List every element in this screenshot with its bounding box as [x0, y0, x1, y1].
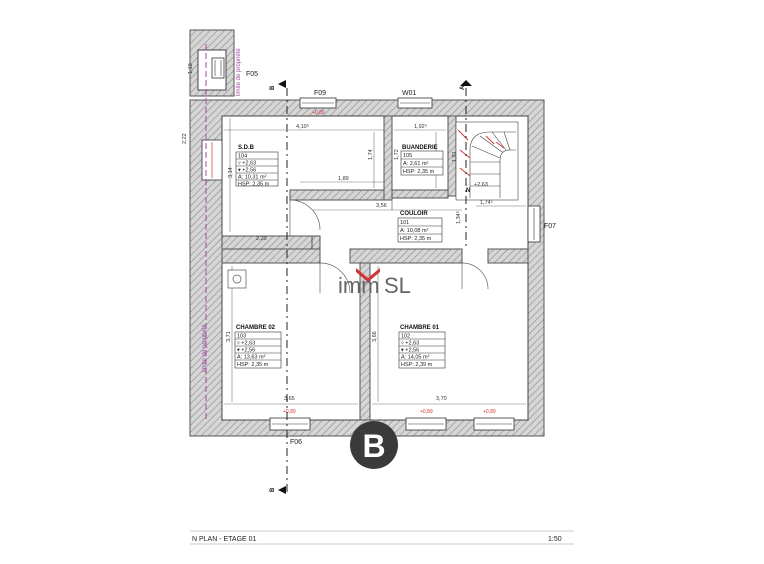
section-mark-B-bottom: B — [270, 487, 276, 492]
dim-ch2-h: 3,71 — [226, 331, 232, 342]
room-buanderie-number: 105 — [403, 153, 412, 159]
room-buanderie: BUANDERIE 105 A: 2,61 m² HSP: 2,35 m — [400, 145, 444, 176]
room-ch1-area: A: 14,05 m² — [401, 355, 430, 361]
room-ch2-number: 103 — [237, 334, 246, 340]
wall-ch1-ch2 — [359, 262, 371, 421]
room-ch1-ceil: ▾ +2,56 — [401, 348, 419, 354]
section-arrow-A — [460, 80, 472, 86]
room-couloir-hsp: HSP: 2,35 m — [400, 236, 432, 242]
room-sdb-area: A: 10,31 m² — [238, 175, 267, 181]
dim-couloir-r: 1,74⁵ — [480, 199, 493, 206]
door-ch2 — [319, 262, 351, 294]
room-buanderie-name: BUANDERIE — [402, 145, 438, 151]
red-mark-ch1-left: +0,89 — [420, 409, 433, 415]
room-ch1-number: 102 — [401, 334, 410, 340]
wall-sdb-step — [289, 189, 387, 201]
section-arrow-B-top — [278, 80, 286, 88]
room-ch2-area: A: 13,63 m² — [237, 355, 266, 361]
section-mark-B-top: B — [270, 85, 276, 90]
door-ch1 — [461, 262, 489, 290]
property-limit-label-top: limite de propriété — [236, 48, 242, 96]
dim-ch1-w: 3,70 — [436, 396, 447, 402]
fixture-square — [227, 269, 247, 289]
property-limit-label-mid: limite de propriété — [202, 324, 208, 372]
dim-left-314: 3,14 — [228, 167, 234, 178]
label-F09: F09 — [314, 90, 326, 97]
watermark-suffix: SL — [384, 273, 411, 298]
room-ch2-name: CHAMBRE 02 — [236, 325, 276, 331]
room-couloir-number: 101 — [400, 220, 409, 226]
room-chambre-02: CHAMBRE 02 103 ▿ +2,63 ▾ +2,56 A: 13,63 … — [234, 325, 282, 369]
dim-stair-h: 1,91 — [452, 151, 458, 162]
section-arrow-B-bottom — [278, 486, 286, 494]
door-sdb — [289, 199, 321, 236]
dim-door-220: 2,20 — [256, 236, 267, 242]
red-mark-F06: +0,89 — [283, 409, 296, 415]
dim-ch2-w: 3,65 — [284, 396, 295, 402]
room-buanderie-hsp: HSP: 2,35 m — [403, 169, 435, 175]
room-sdb-number: 104 — [238, 154, 247, 160]
room-ch2-hsp: HSP: 2,35 m — [237, 362, 269, 368]
dim-couloir-w: 3,56 — [376, 203, 387, 209]
section-mark-A: A — [460, 85, 466, 90]
dim-top-sdb: 4,10⁵ — [296, 123, 309, 130]
room-ch1-floor: ▿ +2,63 — [401, 341, 419, 347]
window-F05 — [211, 57, 225, 79]
dim-stair-134: 1,34⁵ — [455, 211, 462, 224]
badge: B — [350, 421, 398, 469]
room-couloir: COULOIR 101 A: 10,08 m² HSP: 2,35 m — [397, 211, 443, 243]
wall-ch1-top-right — [487, 248, 529, 264]
room-ch1-name: CHAMBRE 01 — [400, 325, 440, 331]
room-ch2-floor: ▿ +2,63 — [237, 341, 255, 347]
room-sdb: S.D.B 104 ▿ +2,63 ▾ +2,56 A: 10,31 m² HS… — [235, 145, 279, 188]
label-F05: F05 — [246, 71, 258, 78]
plan-scale: 1:50 — [548, 536, 562, 543]
red-mark-ch1-right: +0,89 — [483, 409, 496, 415]
room-couloir-name: COULOIR — [400, 211, 428, 217]
label-F06: F06 — [290, 439, 302, 446]
label-F07: F07 — [544, 223, 556, 230]
plan-title: N PLAN - ETAGE 01 — [192, 536, 257, 543]
badge-letter: B — [362, 428, 385, 464]
watermark-logo: imm SL — [338, 268, 411, 298]
dim-mid-189: 1,89 — [338, 176, 349, 182]
wall-sdb-couloir — [221, 235, 313, 250]
dimension-lines — [224, 118, 526, 405]
room-ch1-hsp: HSP: 2,39 m — [401, 362, 433, 368]
room-couloir-area: A: 10,08 m² — [400, 228, 429, 234]
stair-label: N — [466, 188, 470, 194]
wall-sdb-buanderie — [383, 115, 393, 201]
room-sdb-name: S.D.B — [238, 145, 255, 151]
dim-top-112: 1,12 — [188, 63, 194, 74]
wall-buanderie-bottom — [391, 189, 449, 199]
stair-value: +2,63 — [474, 182, 488, 188]
watermark-roof-icon — [356, 268, 380, 282]
red-mark-F09: +0,89 — [312, 110, 325, 116]
fixture-circle — [232, 274, 242, 284]
dim-ch1-h: 3,66 — [372, 331, 378, 342]
room-chambre-01: CHAMBRE 01 102 ▿ +2,63 ▾ +2,56 A: 14,05 … — [398, 325, 446, 369]
wall-ch1-top-left — [349, 248, 463, 264]
dim-top-buan: 1,92⁵ — [414, 123, 427, 130]
wall-ch2-top — [221, 248, 321, 264]
room-sdb-floor: ▿ +2,63 — [238, 161, 256, 167]
dim-sdb-h: 1,74 — [368, 149, 374, 160]
room-ch2-ceil: ▾ +2,56 — [237, 348, 255, 354]
room-sdb-hsp: HSP: 2,35 m — [238, 182, 270, 188]
room-sdb-ceil: ▾ +2,56 — [238, 168, 256, 174]
wall-corridor-bottom-left — [311, 235, 321, 250]
dim-left-222: 2,22 — [182, 133, 188, 144]
room-buanderie-area: A: 2,61 m² — [403, 161, 429, 167]
dim-buan-h: 1,72 — [394, 149, 400, 160]
label-W01: W01 — [402, 90, 417, 97]
